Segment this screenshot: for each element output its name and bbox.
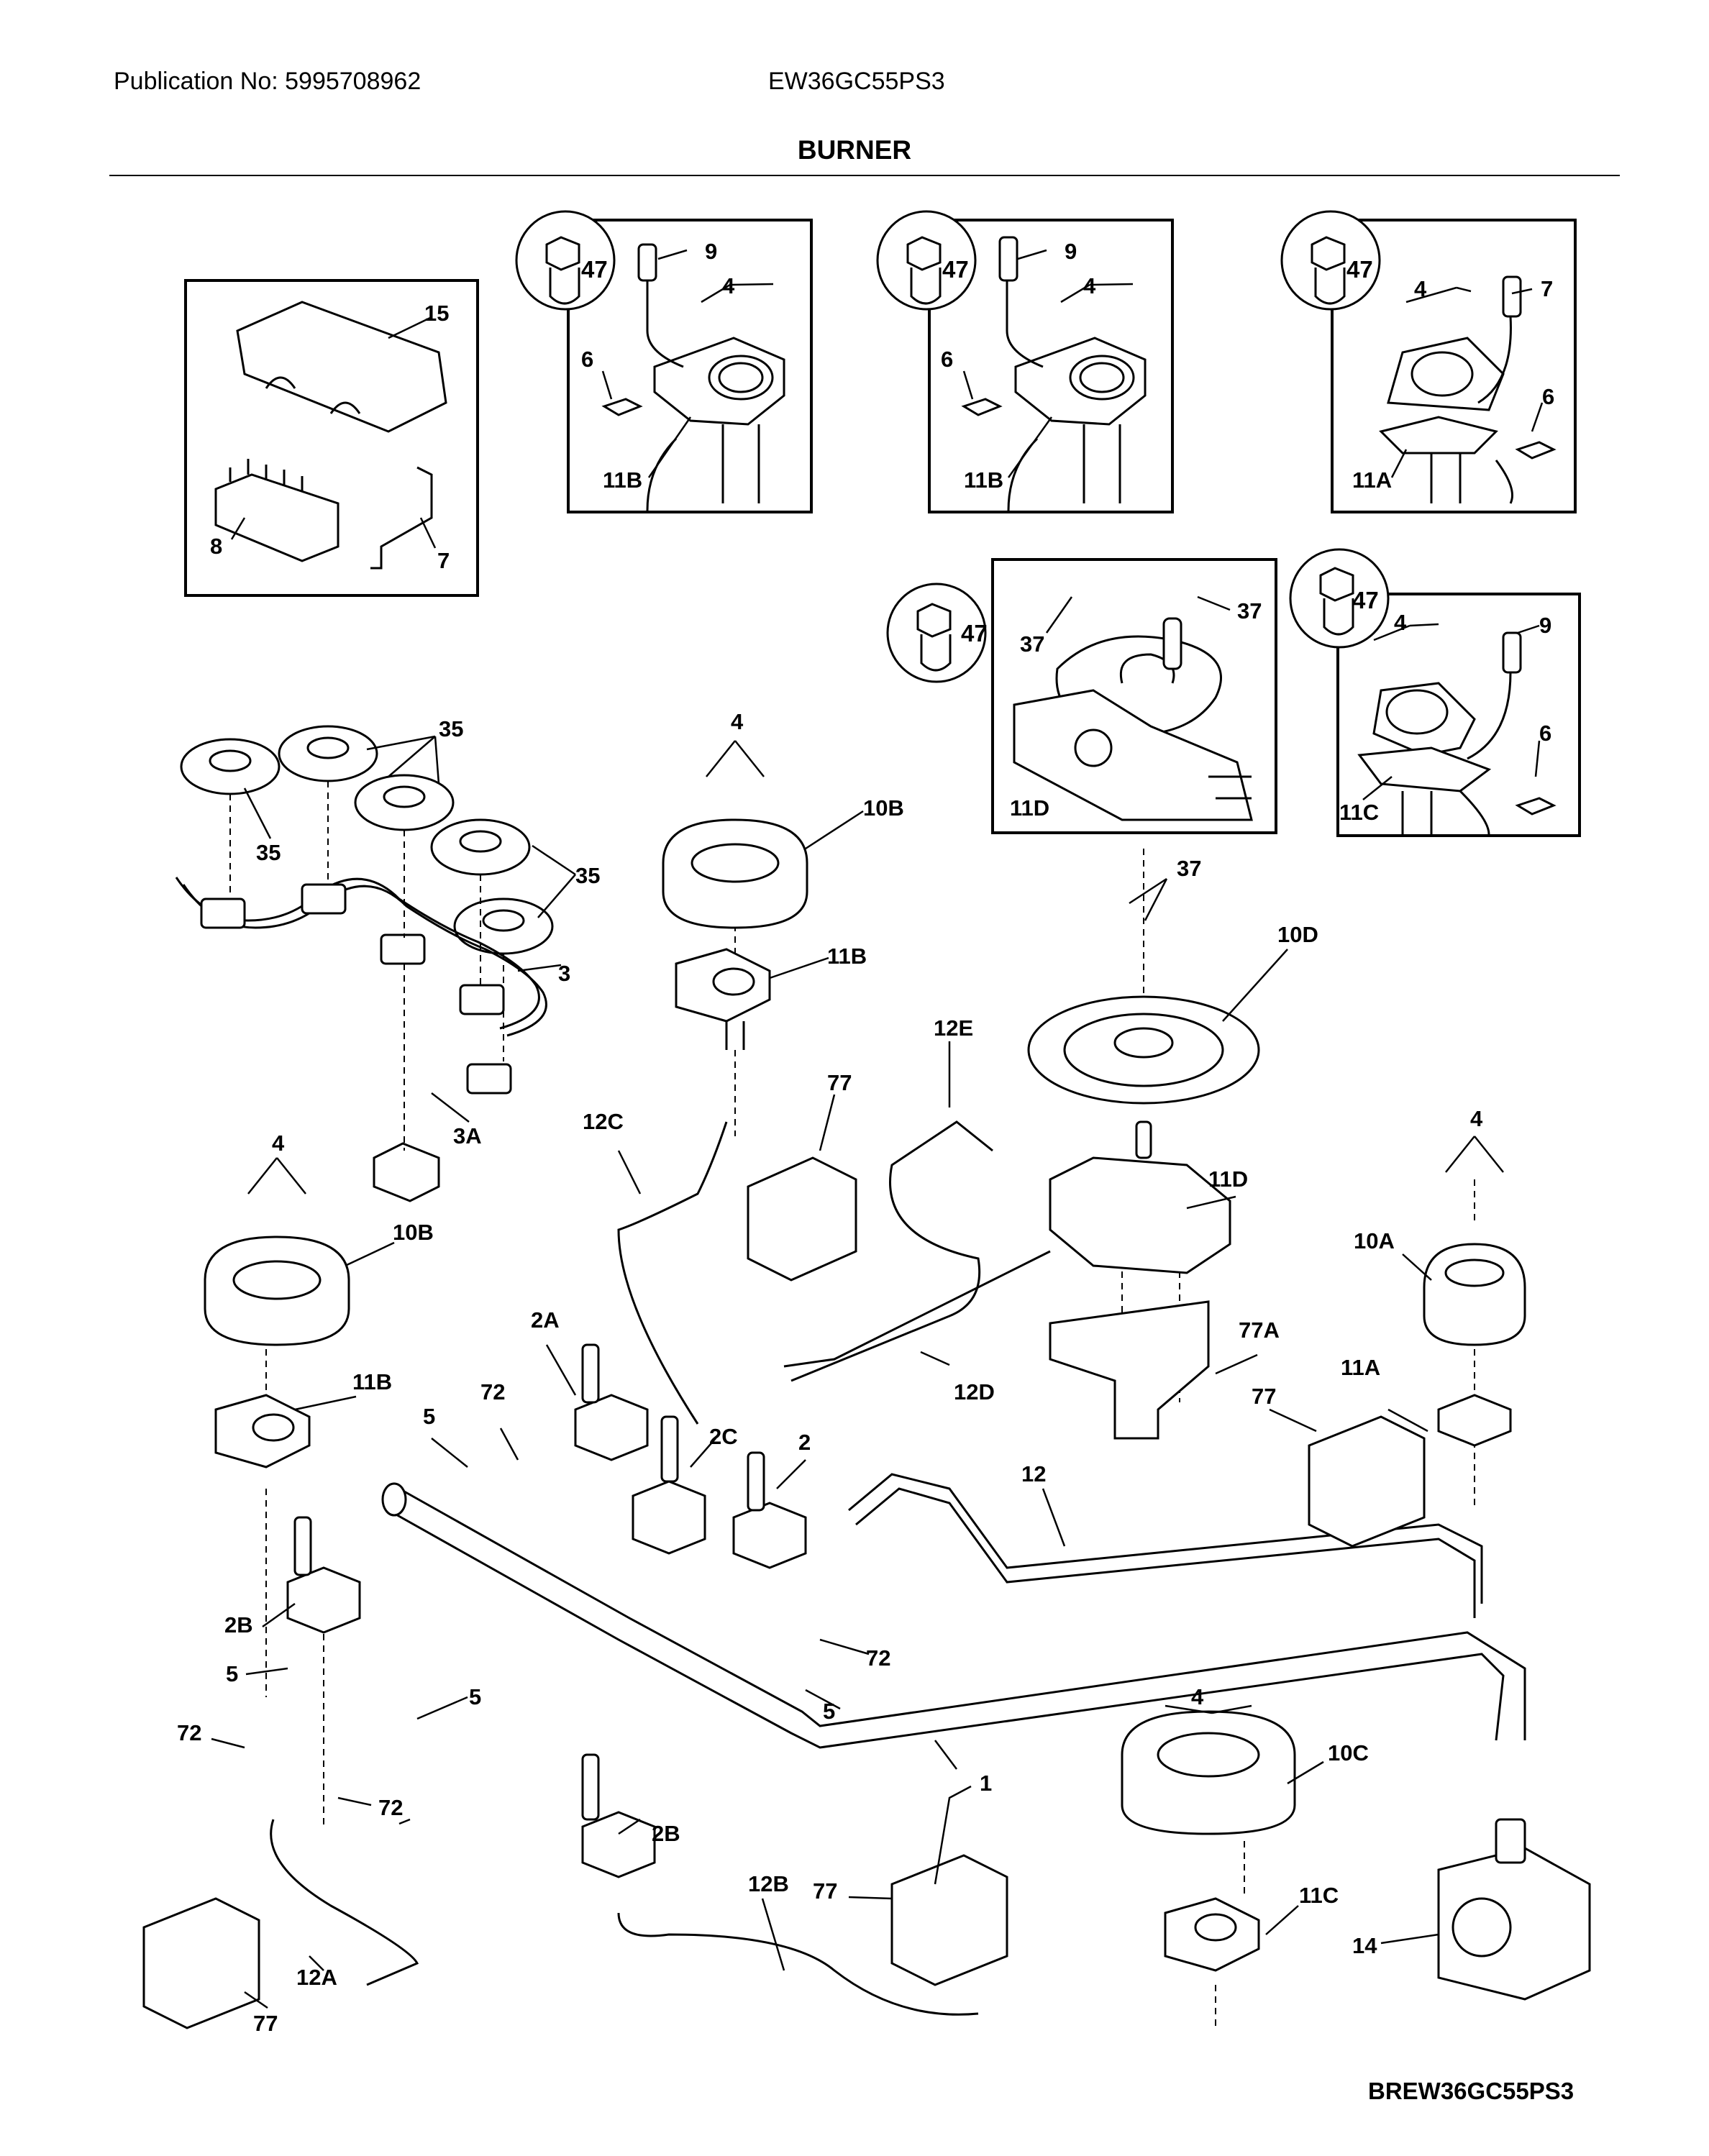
label-12E: 12E [934, 1015, 973, 1041]
label-4: 4 [731, 709, 744, 734]
inset-box-burner-11C [1336, 593, 1581, 837]
label-14: 14 [1352, 1933, 1377, 1958]
label-7: 7 [437, 548, 450, 573]
label-4: 4 [1394, 610, 1407, 635]
header-rule [109, 175, 1620, 176]
brackets-77 [142, 1156, 1426, 2029]
label-5: 5 [823, 1699, 835, 1724]
label-72: 72 [866, 1645, 890, 1671]
label-1: 1 [980, 1771, 992, 1796]
label-6: 6 [941, 347, 953, 372]
gas-valves [286, 1343, 807, 1878]
label-5: 5 [423, 1404, 435, 1429]
label-15: 15 [424, 301, 449, 326]
label-5: 5 [226, 1661, 238, 1686]
label-5: 5 [469, 1684, 481, 1709]
label-72: 72 [177, 1720, 201, 1745]
label-4: 4 [722, 273, 735, 298]
label-47: 47 [581, 256, 608, 283]
label-4: 4 [272, 1130, 285, 1156]
label-11A: 11A [1352, 467, 1392, 493]
label-37: 37 [1177, 856, 1201, 881]
label-9: 9 [1539, 613, 1551, 638]
label-3A: 3A [453, 1123, 482, 1148]
label-11D: 11D [1010, 795, 1049, 821]
label-47: 47 [1346, 256, 1373, 283]
label-10A: 10A [1354, 1228, 1395, 1253]
label-37: 37 [1237, 598, 1262, 623]
label-37: 37 [1020, 631, 1044, 657]
igniter-harness-3 [175, 877, 547, 1202]
burner-head-10B-top [662, 818, 808, 1050]
label-35: 35 [575, 863, 600, 888]
label-9: 9 [1065, 239, 1077, 264]
burner-head-10A [1423, 1243, 1526, 1447]
label-11C: 11C [1299, 1883, 1339, 1908]
label-12A: 12A [296, 1965, 337, 1990]
label-11A: 11A [1341, 1355, 1380, 1380]
label-6: 6 [1539, 721, 1551, 746]
label-10D: 10D [1277, 922, 1318, 947]
label-12D: 12D [954, 1379, 995, 1404]
label-8: 8 [210, 534, 222, 559]
label-12C: 12C [583, 1109, 624, 1134]
diagram-code: BREW36GC55PS3 [1368, 2078, 1574, 2104]
label-77: 77 [813, 1878, 837, 1904]
label-35: 35 [256, 840, 281, 865]
label-2B: 2B [652, 1821, 680, 1846]
burner-head-10C [1121, 1710, 1296, 1972]
label-2: 2 [798, 1430, 811, 1455]
inset-box-burner-11D [991, 558, 1277, 834]
label-6: 6 [1542, 384, 1554, 409]
model-number: EW36GC55PS3 [768, 68, 945, 95]
label-11B: 11B [352, 1369, 392, 1394]
label-35: 35 [439, 716, 463, 741]
pressure-regulator-14 [1437, 1818, 1591, 2001]
label-47: 47 [961, 620, 988, 647]
label-72: 72 [378, 1795, 403, 1820]
label-11B: 11B [603, 467, 642, 493]
label-77: 77 [827, 1070, 852, 1095]
leader-lines [211, 249, 1544, 2009]
label-77: 77 [1252, 1384, 1276, 1409]
label-10B: 10B [393, 1220, 434, 1245]
burner-head-10D [1027, 995, 1260, 1274]
part-47-callouts [515, 210, 1390, 683]
label-2A: 2A [531, 1307, 560, 1333]
label-47: 47 [942, 256, 969, 283]
label-3: 3 [558, 961, 570, 986]
page-title: BURNER [797, 135, 912, 165]
manifold-tubes [270, 1120, 1526, 2016]
label-12: 12 [1021, 1461, 1046, 1486]
label-11C: 11C [1339, 800, 1379, 825]
label-11D: 11D [1208, 1166, 1248, 1192]
label-2B: 2B [224, 1612, 253, 1637]
label-4: 4 [1083, 273, 1096, 298]
label-4: 4 [1414, 276, 1427, 301]
label-11B: 11B [964, 467, 1003, 493]
part-labels: 15 8 7 47 9 4 6 11B 47 9 4 6 11B 47 4 7 … [177, 239, 1554, 2036]
label-72: 72 [480, 1379, 505, 1404]
label-9: 9 [705, 239, 717, 264]
burner-head-10B-left [204, 1235, 350, 1468]
inset-box-spark-module [184, 279, 479, 597]
label-4: 4 [1191, 1684, 1204, 1709]
label-10C: 10C [1328, 1740, 1369, 1766]
label-6: 6 [581, 347, 593, 372]
label-77A: 77A [1239, 1317, 1280, 1343]
publication-number: Publication No: 5995708962 [114, 68, 421, 95]
label-2C: 2C [709, 1424, 738, 1449]
label-11B: 11B [827, 944, 867, 969]
label-12B: 12B [748, 1871, 789, 1896]
label-7: 7 [1541, 276, 1553, 301]
label-77: 77 [253, 2011, 278, 2036]
label-4: 4 [1470, 1106, 1483, 1131]
label-10B: 10B [863, 795, 904, 821]
label-47: 47 [1352, 587, 1379, 613]
